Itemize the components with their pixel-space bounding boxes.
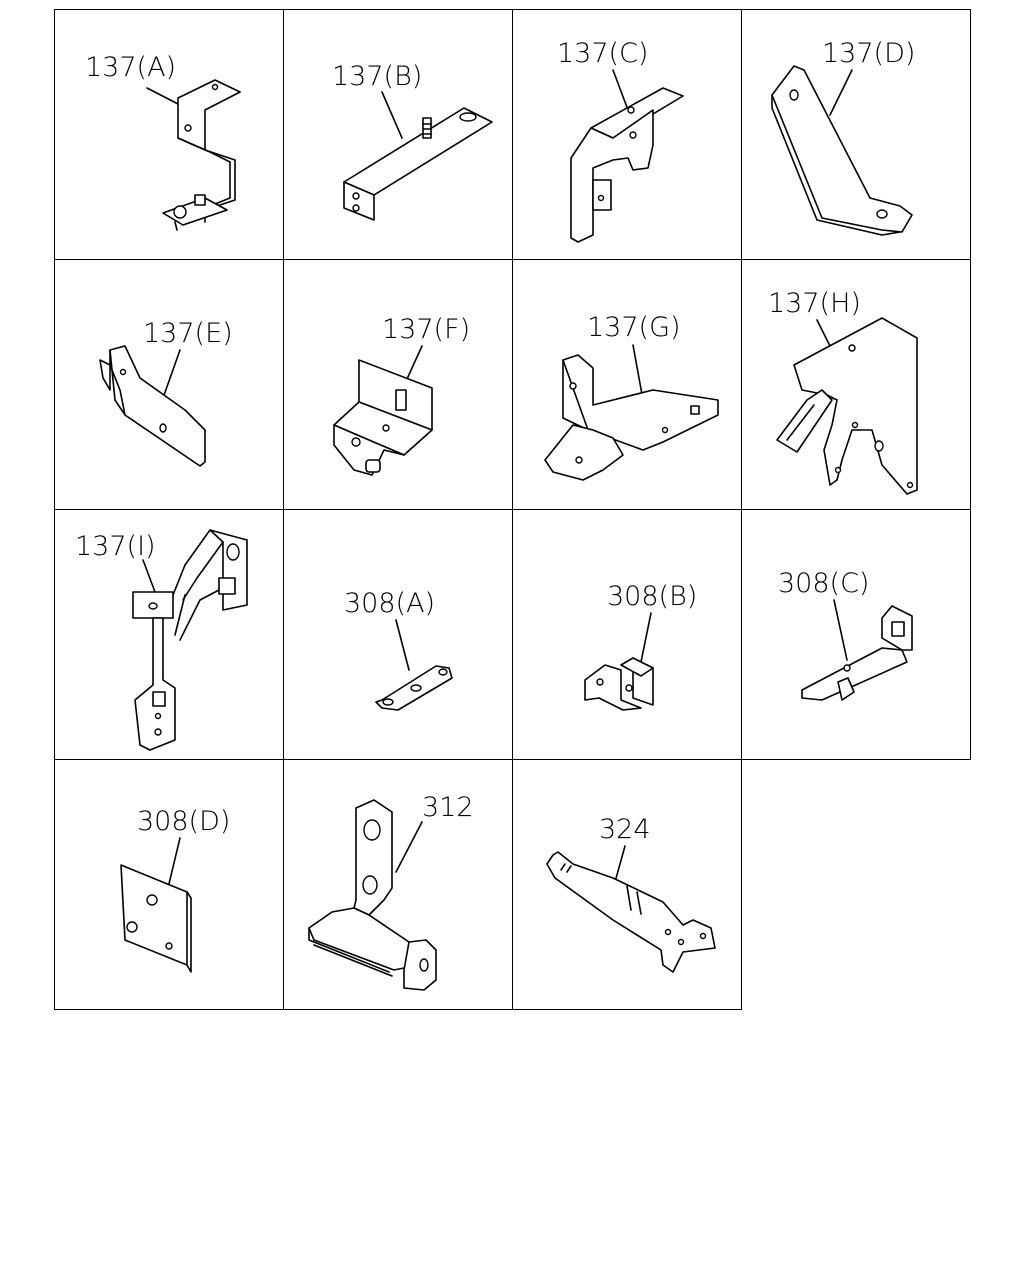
part-label: 324 xyxy=(599,814,651,845)
part-cell-308b[interactable]: 308(B) xyxy=(512,509,742,760)
part-cell-137d[interactable]: 137(D) xyxy=(741,9,971,260)
part-cell-137i[interactable]: 137(I) xyxy=(54,509,284,760)
part-label: 137(F) xyxy=(382,314,470,345)
part-label: 137(H) xyxy=(768,288,861,319)
bracket-137f-drawing: 137(F) xyxy=(333,314,470,476)
part-cell-137e[interactable]: 137(E) xyxy=(54,259,284,510)
bracket-137a-drawing: 137(A) xyxy=(85,52,241,231)
part-label: 137(D) xyxy=(822,38,915,69)
bracket-137d-drawing: 137(D) xyxy=(771,38,915,236)
part-cell-308c[interactable]: 308(C) xyxy=(741,509,971,760)
part-cell-137b[interactable]: 137(B) xyxy=(283,9,513,260)
bracket-137g-drawing: 137(G) xyxy=(544,312,719,481)
part-cell-137f[interactable]: 137(F) xyxy=(283,259,513,510)
bracket-137h-drawing: 137(H) xyxy=(768,288,918,495)
part-cell-137g[interactable]: 137(G) xyxy=(512,259,742,510)
part-label: 308(B) xyxy=(607,581,697,612)
part-cell-137a[interactable]: 137(A) xyxy=(54,9,284,260)
bracket-137b-drawing: 137(B) xyxy=(332,61,493,221)
part-label: 308(C) xyxy=(778,568,869,599)
bracket-312-drawing: 312 xyxy=(308,792,474,991)
part-label: 137(G) xyxy=(587,312,681,343)
bracket-308d-drawing: 308(D) xyxy=(120,806,230,973)
part-cell-137c[interactable]: 137(C) xyxy=(512,9,742,260)
part-cell-308d[interactable]: 308(D) xyxy=(54,759,284,1010)
part-label: 308(D) xyxy=(137,806,230,837)
part-cell-324[interactable]: 324 xyxy=(512,759,742,1010)
part-cell-312[interactable]: 312 xyxy=(283,759,513,1010)
part-cell-308a[interactable]: 308(A) xyxy=(283,509,513,760)
part-label: 312 xyxy=(422,792,474,823)
part-label: 137(A) xyxy=(85,52,176,83)
bracket-308b-drawing: 308(B) xyxy=(584,581,697,711)
bracket-324-drawing: 324 xyxy=(546,814,716,973)
bracket-137e-drawing: 137(E) xyxy=(99,318,233,467)
part-label: 137(B) xyxy=(332,61,422,92)
bracket-137c-drawing: 137(C) xyxy=(557,38,684,243)
part-cell-137h[interactable]: 137(H) xyxy=(741,259,971,510)
part-label: 137(C) xyxy=(557,38,648,69)
part-label: 137(E) xyxy=(143,318,233,349)
part-label: 137(I) xyxy=(75,531,156,562)
bracket-137i-drawing: 137(I) xyxy=(75,529,248,751)
part-label: 308(A) xyxy=(344,588,435,619)
bracket-308c-drawing: 308(C) xyxy=(778,568,913,701)
bracket-308a-drawing: 308(A) xyxy=(344,588,453,711)
